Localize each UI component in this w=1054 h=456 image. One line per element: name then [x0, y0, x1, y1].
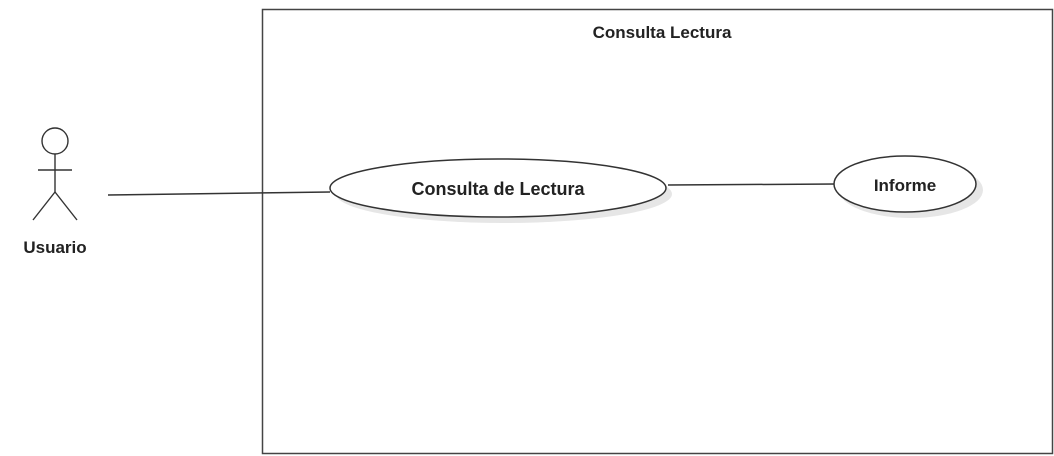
system-boundary[interactable] [261, 8, 1054, 455]
use-case-label: Consulta de Lectura [411, 179, 585, 199]
use-case-label: Informe [874, 176, 936, 195]
stick-figure-icon [32, 127, 78, 221]
use-case-ellipse [329, 158, 667, 218]
actor-usuario[interactable]: Usuario [23, 127, 87, 257]
association-line-informe [667, 183, 837, 186]
association-line-actor [107, 191, 331, 196]
use-case-ellipse [833, 155, 977, 213]
use-case-informe[interactable]: Informe [833, 155, 983, 218]
actor-label: Usuario [23, 238, 86, 257]
use-case-consulta-de-lectura[interactable]: Consulta de Lectura [329, 158, 672, 223]
system-title: Consulta Lectura [593, 23, 732, 42]
